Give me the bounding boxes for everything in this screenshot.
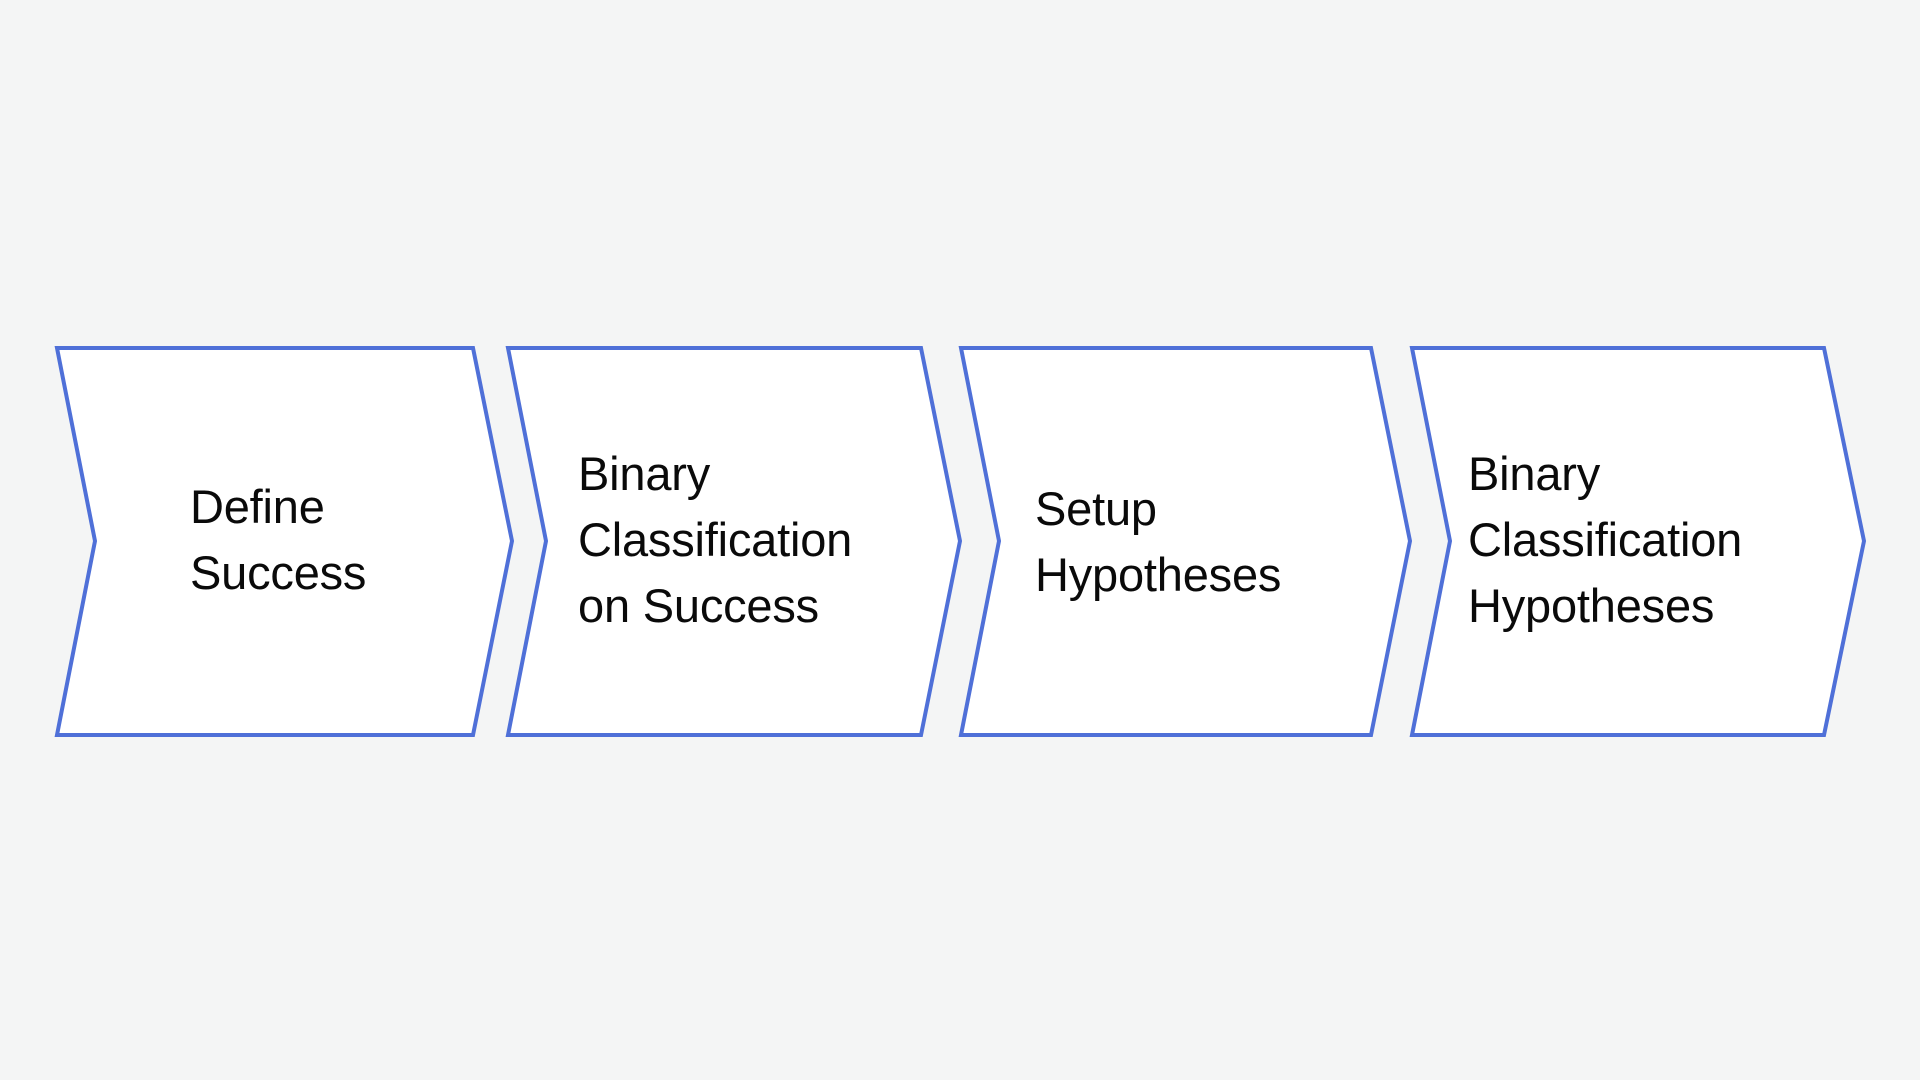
chevron-step-1[interactable]: [54, 346, 515, 737]
chevron-step-4[interactable]: [1409, 346, 1867, 737]
chevron-step-3[interactable]: [958, 346, 1413, 737]
chevron-step-2[interactable]: [505, 346, 963, 737]
